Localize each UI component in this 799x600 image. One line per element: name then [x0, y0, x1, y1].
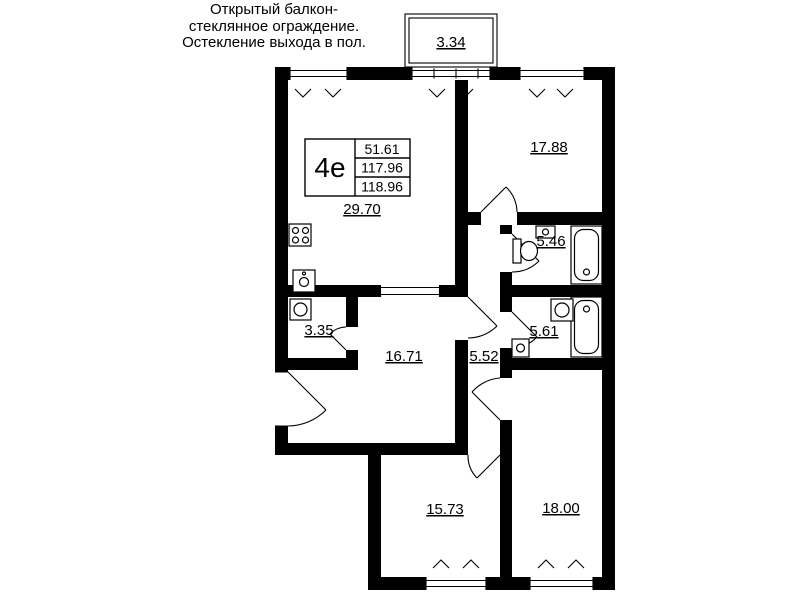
door-bedroom-3: [471, 377, 501, 421]
bathtub-2-icon: [570, 296, 603, 358]
hallway-area-label: 16.71: [385, 348, 423, 365]
balcony-area-label: 3.34: [436, 34, 465, 51]
bedroom-1-area-label: 17.88: [530, 139, 568, 156]
stamp-total-area: 118.96: [361, 179, 403, 195]
corridor-area-label: 5.52: [469, 348, 498, 365]
stove-icon: [288, 223, 312, 247]
bathroom-1-area-label: 5.46: [536, 233, 565, 250]
bedroom-2-area-label: 15.73: [426, 501, 464, 518]
window-opening-marks: [294, 88, 585, 569]
kitchen-sink-icon: [292, 269, 316, 293]
stamp-area: 117.96: [361, 160, 403, 176]
bathroom1-sink-icon: [535, 225, 556, 239]
bathroom-2-area-label: 5.61: [529, 323, 558, 340]
toilet-icon: [512, 238, 539, 264]
stamp-living-area: 51.61: [364, 141, 399, 157]
annotation-line-1: Открытый балкон-: [209, 1, 339, 18]
living-room-area-label: 29.70: [343, 201, 381, 218]
door-corridor: [467, 296, 498, 339]
interior-walls: [275, 80, 615, 577]
balcony-annotation: Открытый балкон- стеклянное ограждение. …: [152, 1, 396, 52]
apartment-type: 4е: [314, 152, 345, 183]
bathroom2-sink-icon: [511, 338, 530, 358]
door-storeroom: [329, 326, 347, 351]
washing-machine-icon: [289, 298, 312, 321]
door-bedroom-2: [467, 454, 501, 479]
balcony-door: [411, 67, 491, 80]
apartment-stamp: 4е 51.61 117.96 118.96: [304, 138, 411, 197]
annotation-line-2: стеклянное ограждение.: [188, 17, 360, 35]
annotation-line-3: Остекление выхода в пол.: [182, 34, 366, 51]
passage-opening: [379, 285, 441, 297]
bedroom-3-area-label: 18.00: [542, 500, 580, 517]
door-bedroom-1: [480, 186, 518, 213]
entrance-door: [275, 371, 327, 427]
room-area-labels: 3.34 29.70 17.88 5.46 5.61 3.35 16.71 5.…: [304, 34, 579, 518]
washer-bathroom2-icon: [550, 298, 574, 322]
window-bedroom-3: [529, 577, 594, 590]
balcony-outline: [404, 13, 498, 68]
window-bedroom-1: [519, 67, 585, 80]
storeroom-area-label: 3.35: [304, 322, 333, 339]
window-living-room: [289, 67, 348, 80]
window-bedroom-2: [425, 577, 487, 590]
bathtub-1-icon: [570, 225, 603, 285]
